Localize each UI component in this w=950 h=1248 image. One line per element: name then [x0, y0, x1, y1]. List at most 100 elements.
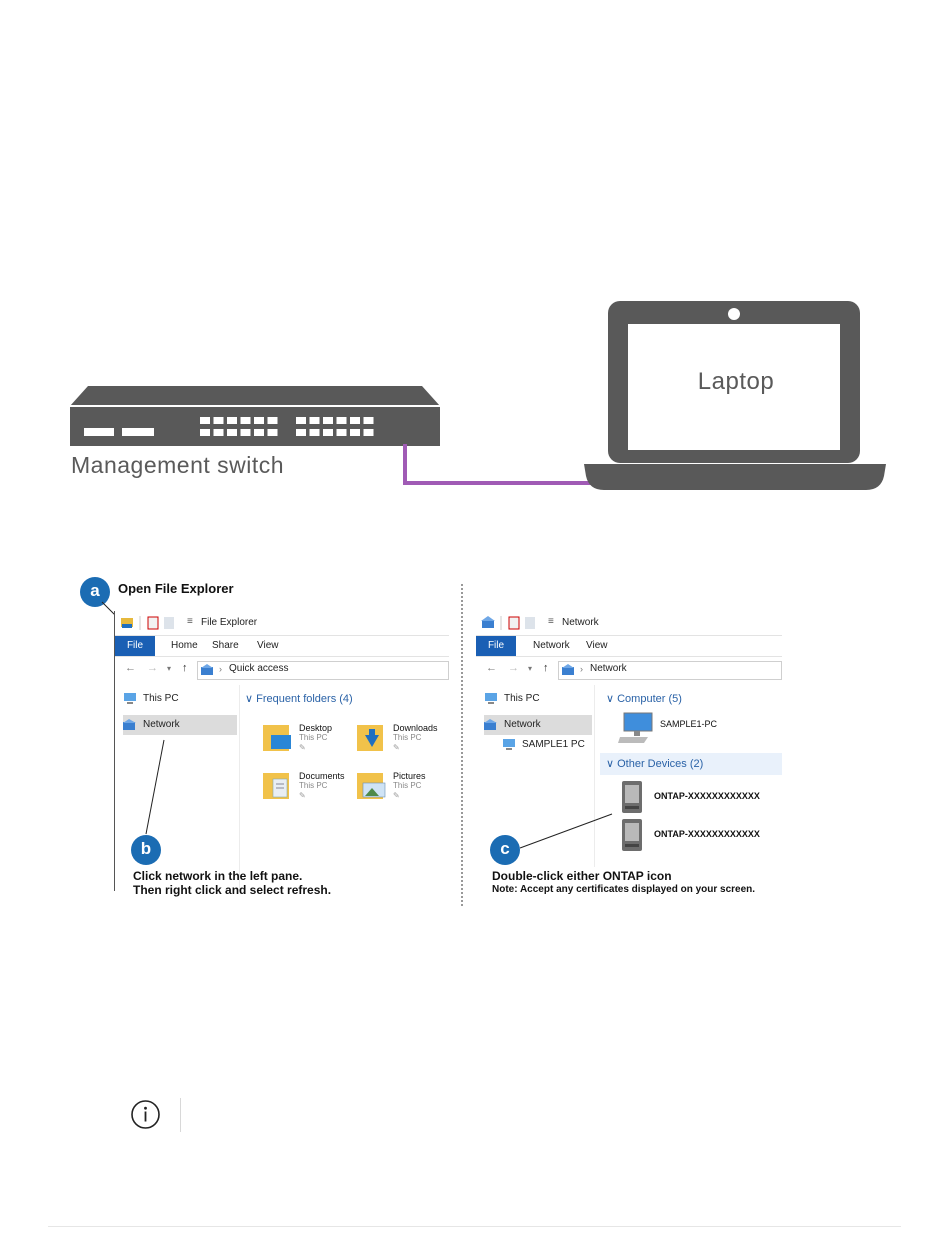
tab-network[interactable]: Network [533, 640, 570, 651]
forward-icon[interactable]: → [508, 662, 519, 674]
back-icon[interactable]: ← [125, 662, 136, 674]
switch-port [227, 429, 237, 436]
device-ontap-1[interactable]: ONTAP-XXXXXXXXXXXX [616, 779, 782, 815]
switch-port [254, 417, 264, 424]
tab-file[interactable]: File [115, 636, 155, 656]
tab-home[interactable]: Home [171, 640, 198, 651]
documents-folder-icon [263, 773, 289, 799]
chevron-down-icon: ∨ [245, 693, 257, 705]
pin-icon: ✎ [299, 791, 306, 800]
switch-port [350, 417, 360, 424]
address-field[interactable] [558, 661, 782, 680]
pin-icon: ✎ [393, 791, 400, 800]
recent-chevron-icon[interactable]: ▾ [528, 664, 533, 673]
quick-access-icon [201, 664, 213, 675]
storage-device-icon [622, 781, 642, 813]
tab-view[interactable]: View [586, 640, 608, 651]
folder-location: This PC [393, 781, 422, 790]
back-icon[interactable]: ← [486, 662, 497, 674]
navigation-pane: This PC Network SAMPLE1 PC [476, 685, 595, 867]
folder-desktop[interactable]: Desktop This PC ✎ [261, 721, 361, 765]
nav-label-sample1-pc: SAMPLE1 PC [522, 739, 585, 750]
folder-pictures[interactable]: Pictures This PC ✎ [355, 769, 449, 813]
device-ontap-2[interactable]: ONTAP-XXXXXXXXXXXX [616, 817, 782, 853]
window-title: File Explorer [201, 617, 258, 628]
folder-location: This PC [299, 781, 328, 790]
pin-icon: ✎ [393, 743, 400, 752]
step-b-pointer [145, 739, 165, 835]
device-name: ONTAP-XXXXXXXXXXXX [654, 791, 760, 801]
computer-section-header[interactable]: ∨ Computer (5) [606, 693, 682, 705]
step-c-pointer [519, 813, 613, 849]
switch-label: Management switch [71, 452, 285, 478]
address-bar: ← → ▾ ↑ › Quick access [115, 659, 449, 681]
address-bar: ← → ▾ ↑ › Network [476, 659, 782, 681]
network-icon [484, 718, 497, 730]
nav-item-network[interactable]: Network [484, 715, 592, 735]
switch-port [213, 417, 224, 424]
switch-port [200, 429, 210, 436]
up-icon[interactable]: ↑ [182, 662, 188, 674]
network-cable [403, 444, 593, 485]
title-bar: ≡ Network [476, 611, 782, 636]
step-b-line1: Click network in the left pane. [133, 869, 303, 883]
nav-label-network: Network [504, 719, 541, 730]
switch-port [240, 429, 251, 436]
switch-port [309, 429, 320, 436]
switch-port [363, 429, 374, 436]
file-explorer-window: ≡ File Explorer File Home Share View ← →… [114, 611, 449, 891]
address-field[interactable] [197, 661, 449, 680]
panel-divider [461, 584, 463, 906]
tab-file[interactable]: File [476, 636, 516, 656]
folder-name: Desktop [299, 723, 333, 733]
switch-port [200, 417, 210, 424]
folder-downloads[interactable]: Downloads This PC ✎ [355, 721, 449, 765]
nav-label-network: Network [143, 719, 180, 730]
forward-icon[interactable]: → [147, 662, 158, 674]
folder-location: This PC [299, 733, 328, 742]
folder-documents[interactable]: Documents This PC ✎ [261, 769, 361, 813]
folder-name: Downloads [393, 723, 438, 733]
nav-item-this-pc[interactable]: This PC [484, 689, 592, 709]
tab-view[interactable]: View [257, 640, 279, 651]
pin-icon: ✎ [299, 743, 306, 752]
title-bar: ≡ File Explorer [115, 611, 449, 636]
frequent-folders-header[interactable]: ∨ Frequent folders (4) [245, 693, 353, 705]
computer-item-sample1-pc[interactable]: SAMPLE1-PC [616, 709, 776, 749]
step-c-badge: c [490, 835, 520, 865]
switch-port [323, 429, 333, 436]
quick-access-toolbar-icons [481, 616, 535, 630]
tab-share[interactable]: Share [212, 640, 239, 651]
desktop-computer-icon [618, 712, 653, 743]
info-circle-icon [131, 1100, 160, 1129]
network-icon [123, 718, 136, 730]
folder-name: Documents [299, 771, 345, 781]
laptop [584, 301, 886, 490]
other-devices-header-bg [600, 753, 782, 775]
downloads-folder-icon [357, 725, 383, 751]
nav-item-this-pc[interactable]: This PC [123, 689, 237, 709]
network-icon [562, 664, 574, 675]
step-c-title: Double-click either ONTAP icon [492, 869, 672, 883]
nav-label-this-pc: This PC [143, 693, 179, 704]
switch-port [267, 417, 278, 424]
device-name: ONTAP-XXXXXXXXXXXX [654, 829, 760, 839]
switch-port [336, 417, 347, 424]
switch-port [309, 417, 320, 424]
nav-item-network[interactable]: Network [123, 715, 237, 735]
step-b-badge: b [131, 835, 161, 865]
up-icon[interactable]: ↑ [543, 662, 549, 674]
computer-name: SAMPLE1-PC [660, 719, 718, 729]
recent-chevron-icon[interactable]: ▾ [167, 664, 172, 673]
note-divider [180, 1098, 181, 1132]
window-title: Network [562, 617, 599, 628]
toolbar-customize-icon[interactable]: ≡ [187, 616, 193, 627]
switch-port [267, 429, 278, 436]
switch-port [254, 429, 264, 436]
step-c-note: Note: Accept any certificates displayed … [492, 884, 756, 895]
nav-item-sample1-pc[interactable]: SAMPLE1 PC [502, 735, 594, 755]
toolbar-customize-icon[interactable]: ≡ [548, 616, 554, 627]
switch-port [213, 429, 224, 436]
other-devices-section-header[interactable]: ∨ Other Devices (2) [606, 758, 704, 770]
network-explorer-window: ≡ Network File Network View ← → ▾ ↑ › Ne… [476, 611, 782, 867]
